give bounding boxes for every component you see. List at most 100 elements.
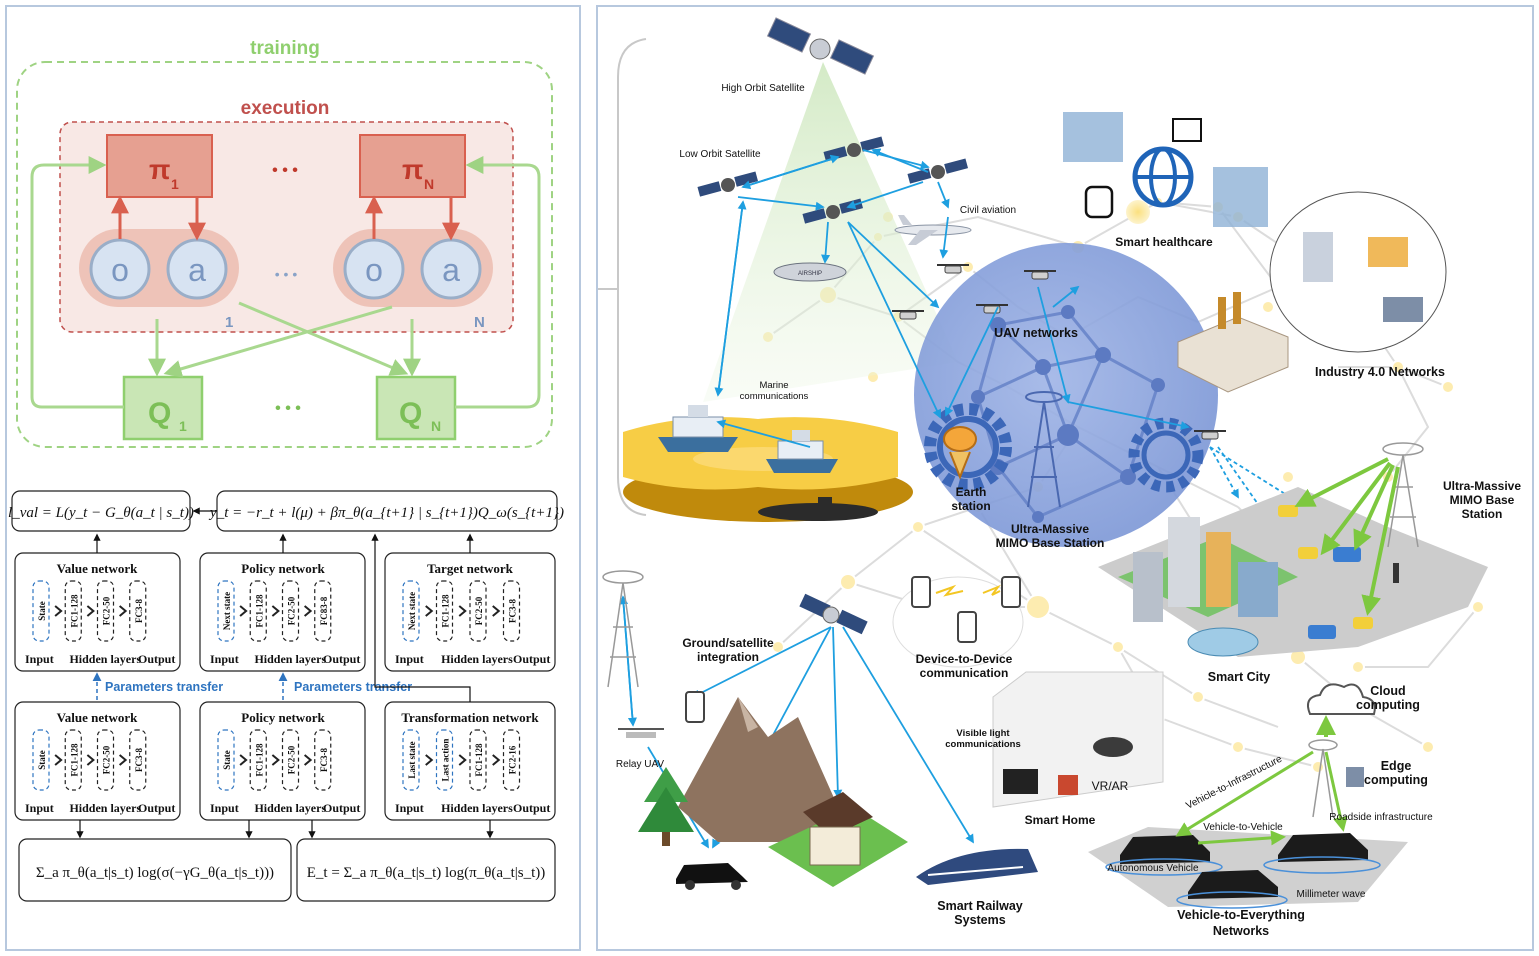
wireless-link xyxy=(737,196,825,211)
layer-arrow xyxy=(86,754,95,766)
obs-n-label: o xyxy=(365,252,383,288)
roadside-tower-icon xyxy=(1308,739,1338,818)
car-icon xyxy=(1176,870,1288,909)
satellite-coverage-cone xyxy=(703,62,958,402)
low-orbit-satellite-icon xyxy=(823,136,885,162)
smart-home-room xyxy=(992,671,1164,808)
cloud-label: computing xyxy=(1356,698,1420,712)
earth-station-label: Earth xyxy=(956,485,987,499)
visible-light-label: Visible light xyxy=(956,728,1010,739)
vrar-label: VR/AR xyxy=(1092,779,1129,793)
input-layer xyxy=(402,729,420,791)
act-1-label: a xyxy=(188,252,206,288)
input-caption: Input xyxy=(210,652,239,666)
wireless-link xyxy=(937,181,950,209)
input-caption: Input xyxy=(25,652,54,666)
uav-drones xyxy=(892,264,1226,440)
sum-equation-1: Σ_a π_θ(a_t|s_t) log(σ(−γG_θ(a_t|s_t))) xyxy=(36,865,274,881)
layer-label: Last action xyxy=(441,739,451,782)
agent-n-to-critic-1 xyxy=(163,305,393,378)
transformation-network-title: Transformation network xyxy=(401,710,539,725)
v2v-label: Vehicle-to-Vehicle xyxy=(1203,822,1283,833)
mimo-center-label: Ultra-Massive xyxy=(1011,522,1089,536)
layer-arrow xyxy=(118,605,128,617)
v2x-label: Vehicle-to-Everything xyxy=(1177,908,1305,922)
output-caption: Output xyxy=(138,652,175,666)
industry-label: Industry 4.0 Networks xyxy=(1315,365,1445,379)
wireless-link xyxy=(741,156,839,190)
critic-ellipsis: • • • xyxy=(275,400,301,417)
layer-label: FC1-128 xyxy=(474,743,484,776)
layer-label: FC3-8 xyxy=(319,748,329,772)
layer-arrow xyxy=(425,605,434,617)
autonomous-label: Autonomous Vehicle xyxy=(1107,863,1199,874)
wireless-link xyxy=(832,626,843,799)
hidden-layer xyxy=(314,729,332,791)
layer-arrow xyxy=(303,754,313,766)
param-transfer-label-1: Parameters transfer xyxy=(105,680,223,694)
wireless-link xyxy=(619,595,634,726)
left-tower-icon xyxy=(602,570,644,688)
train-icon xyxy=(916,848,1038,885)
output-caption: Output xyxy=(513,652,550,666)
hidden-layer xyxy=(502,580,521,642)
layer-arrow xyxy=(271,754,280,766)
sum-eq2-box xyxy=(296,838,556,902)
roadside-link xyxy=(1324,751,1348,832)
wireless-link xyxy=(1052,285,1080,308)
critic-n-feedback xyxy=(455,156,541,409)
hidden-layer xyxy=(281,580,300,642)
agent-1-to-critic-n xyxy=(238,301,409,376)
wireless-link xyxy=(945,306,999,417)
policy-n-symbol: π xyxy=(402,154,423,185)
hidden-layer xyxy=(64,580,82,642)
low-orbit-satellite-icon xyxy=(697,171,759,197)
edge-label: computing xyxy=(1364,773,1428,787)
obs-n-node xyxy=(343,238,405,300)
layer-arrow xyxy=(458,605,467,617)
tree-icon xyxy=(638,767,694,846)
earth-station-label: station xyxy=(951,499,990,513)
hidden-layer xyxy=(249,729,267,791)
roadside-label: Roadside infrastructure xyxy=(1329,812,1433,823)
hidden-caption: Hidden layers xyxy=(69,652,141,666)
wireless-link xyxy=(939,216,949,259)
smart-home-label: Smart Home xyxy=(1025,813,1096,827)
hidden-caption: Hidden layers xyxy=(441,801,513,815)
policy-network-title-2: Policy network xyxy=(241,710,325,725)
layer-label: FC3-8 xyxy=(134,599,144,623)
marine-label: communications xyxy=(740,391,809,402)
policy-1 xyxy=(106,134,213,198)
hidden-layer xyxy=(249,580,267,642)
wireless-links xyxy=(619,148,1300,849)
gear-icon xyxy=(924,403,1012,491)
railway-label: Systems xyxy=(954,913,1005,927)
network-panel: AIRSHIP xyxy=(596,5,1534,951)
output-caption: Output xyxy=(138,801,175,815)
mmwave-label: Millimeter wave xyxy=(1297,889,1366,900)
mimo-right-label: Station xyxy=(1462,507,1503,521)
ship-icon xyxy=(658,405,738,452)
layer-label: State xyxy=(37,601,47,621)
obs-1-label: o xyxy=(111,252,129,288)
cloud-icon xyxy=(1307,683,1376,715)
drone-icon xyxy=(1024,270,1056,280)
submarine-icon xyxy=(758,497,878,521)
edge-label: Edge xyxy=(1381,759,1412,773)
wireless-link xyxy=(821,221,831,264)
wireless-link xyxy=(846,181,924,209)
mountain-icon xyxy=(678,697,838,842)
ground-satellite-icon xyxy=(799,593,868,635)
loss-equation: l_val = L(y_t − G_θ(a_t | s_t)) xyxy=(8,505,194,521)
visible-light-label: communications xyxy=(945,739,1021,750)
v2v-link xyxy=(1197,830,1286,846)
d2d-phones xyxy=(892,576,1024,668)
policy-n-subscript: N xyxy=(424,176,434,192)
hidden-layer xyxy=(469,729,487,791)
high-orbit-satellite-icon xyxy=(766,17,875,75)
layer-label: FC1-128 xyxy=(69,594,79,627)
wireless-link xyxy=(691,626,832,698)
wireless-link xyxy=(842,626,974,844)
input-caption: Input xyxy=(25,801,54,815)
v2i-label: Vehicle-to-Infrastructure xyxy=(1184,753,1284,811)
